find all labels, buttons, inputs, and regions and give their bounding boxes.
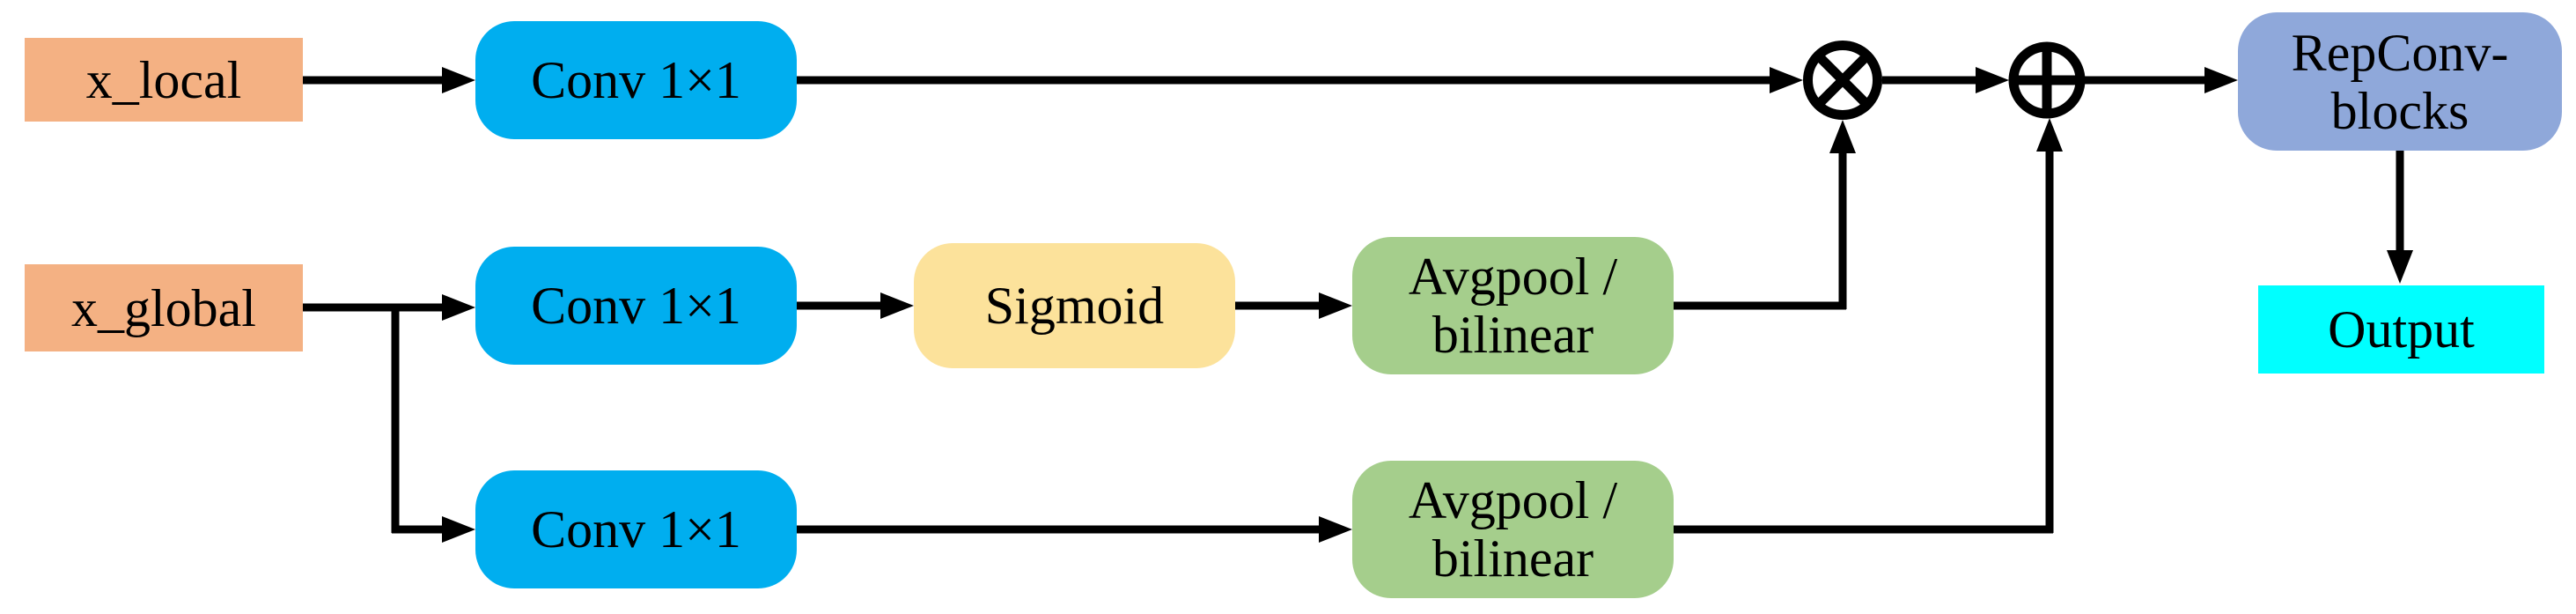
node-avgpool-bilinear-mid: Avgpool / bilinear <box>1352 237 1674 374</box>
node-conv-1x1-mid: Conv 1×1 <box>475 247 797 365</box>
node-repconv-blocks: RepConv- blocks <box>2238 12 2562 151</box>
arrow-repconv-to-output <box>2387 151 2413 284</box>
node-output-label: Output <box>2328 300 2475 359</box>
node-avgpool-bottom-line2: bilinear <box>1432 529 1594 588</box>
node-avgpool-mid-line1: Avgpool / <box>1408 248 1618 306</box>
arrow-avgpool-mid-to-multiply <box>1674 120 1856 310</box>
node-x-local: x_local <box>25 38 303 122</box>
node-sigmoid: Sigmoid <box>914 243 1235 368</box>
node-conv-1x1-mid-label: Conv 1×1 <box>531 277 741 335</box>
node-conv-1x1-top-label: Conv 1×1 <box>531 51 741 109</box>
arrow-conv-top-to-multiply <box>797 67 1803 93</box>
node-avgpool-bilinear-bottom: Avgpool / bilinear <box>1352 461 1674 598</box>
arrow-conv-bottom-to-avgpool-bottom <box>797 516 1352 543</box>
node-sigmoid-label: Sigmoid <box>984 277 1165 335</box>
node-conv-1x1-top: Conv 1×1 <box>475 21 797 139</box>
node-output: Output <box>2258 285 2544 374</box>
arrow-conv-mid-to-sigmoid <box>797 292 914 319</box>
node-conv-1x1-bottom: Conv 1×1 <box>475 470 797 588</box>
node-avgpool-bottom-line1: Avgpool / <box>1408 471 1618 529</box>
arrow-xglobal-to-conv-mid <box>303 294 475 321</box>
node-conv-1x1-bottom-label: Conv 1×1 <box>531 500 741 559</box>
arrow-avgpool-bottom-to-add <box>1674 118 2063 534</box>
node-x-global: x_global <box>25 264 303 351</box>
arrow-xlocal-to-conv-top <box>303 67 475 93</box>
node-x-local-label: x_local <box>85 50 242 109</box>
node-avgpool-mid-line2: bilinear <box>1432 306 1594 364</box>
node-repconv-line1: RepConv- <box>2291 23 2509 82</box>
arrow-multiply-to-add <box>1882 67 2009 93</box>
node-x-global-label: x_global <box>71 278 256 337</box>
arrow-sigmoid-to-avgpool-mid <box>1235 292 1352 319</box>
arrow-add-to-repconv <box>2085 67 2238 93</box>
multiply-icon <box>1803 41 1882 120</box>
arrow-branch-to-conv-bottom <box>392 516 475 543</box>
plus-icon <box>2008 41 2086 119</box>
node-repconv-line2: blocks <box>2330 81 2469 140</box>
